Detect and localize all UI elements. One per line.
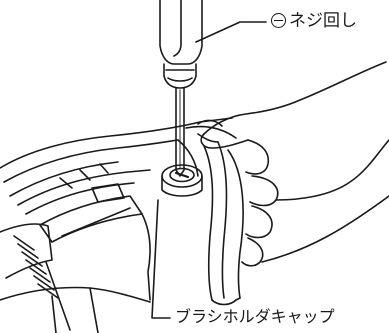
hand [197,61,389,267]
brush-holder-cap-callout-label: ブラシホルダキャップ [175,307,335,326]
minus-circle-icon [271,13,286,28]
brush-holder-cap-shape [161,164,203,197]
screwdriver [159,0,203,177]
strap [185,125,244,306]
screwdriver-label-text: ネジ回し [289,11,357,31]
leader-lines [151,21,267,319]
screwdriver-callout-label: ネジ回し [271,13,357,30]
tool-housing [0,117,233,333]
